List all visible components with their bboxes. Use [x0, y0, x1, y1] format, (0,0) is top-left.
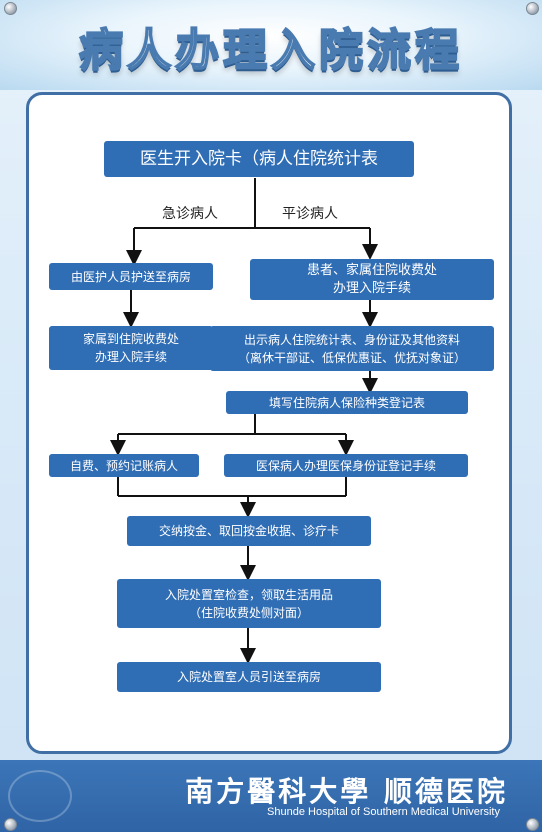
check-box: 入院处置室检查，领取生活用品 （住院收费处侧对面） [117, 579, 381, 628]
escort-final-box: 入院处置室人员引送至病房 [117, 662, 381, 692]
family-register-line1: 家属到住院收费处 [82, 332, 179, 346]
hospital-logo-cn: 南方醫科大學 顺德医院 [185, 775, 508, 808]
insured-box: 医保病人办理医保身份证登记手续 [224, 454, 468, 477]
deposit-box: 交纳按金、取回按金收据、诊疗卡 [127, 516, 371, 546]
self-pay-label: 自费、预约记账病人 [69, 458, 178, 473]
insurance-form-box: 填写住院病人保险种类登记表 [226, 391, 468, 414]
check-line1: 入院处置室检查，领取生活用品 [164, 587, 333, 602]
insured-label: 医保病人办理医保身份证登记手续 [255, 458, 436, 473]
pin-icon [526, 2, 539, 15]
deposit-label: 交纳按金、取回按金收据、诊疗卡 [158, 524, 339, 538]
admission-card-box: 医生开入院卡（病人住院统计表 [104, 141, 414, 177]
header-banner [0, 0, 542, 90]
self-pay-box: 自费、预约记账病人 [49, 454, 199, 477]
hospital-logo-en: Shunde Hospital of Southern Medical Univ… [267, 806, 500, 818]
hospital-seal-icon [8, 770, 72, 822]
footer-bar [0, 760, 542, 832]
family-register-box: 家属到住院收费处 办理入院手续 [49, 326, 213, 370]
cashier-register-box: 患者、家属住院收费处 办理入院手续 [250, 259, 494, 300]
cashier-register-line2: 办理入院手续 [332, 280, 411, 296]
cashier-register-line1: 患者、家属住院收费处 [306, 262, 437, 278]
pin-icon [526, 818, 539, 831]
flowchart-panel [26, 92, 512, 754]
check-line2: （住院收费处侧对面） [188, 605, 309, 620]
show-documents-line1: 出示病人住院统计表、身份证及其他资料 [243, 332, 460, 347]
pin-icon [4, 2, 17, 15]
page-title: 病人办理入院流程 [78, 24, 463, 77]
emergency-label: 急诊病人 [162, 206, 218, 222]
escort-to-ward-box: 由医护人员护送至病房 [49, 263, 213, 290]
escort-final-label: 入院处置室人员引送至病房 [176, 670, 321, 684]
show-documents-box: 出示病人住院统计表、身份证及其他资料 （离休干部证、低保优惠证、优抚对象证） [210, 326, 494, 371]
show-documents-line2: （离休干部证、低保优惠证、优抚对象证） [237, 350, 466, 365]
pin-icon [4, 818, 17, 831]
family-register-line2: 办理入院手续 [94, 350, 167, 364]
admission-card-label: 医生开入院卡（病人住院统计表 [140, 149, 378, 169]
outpatient-label: 平诊病人 [282, 206, 338, 222]
escort-to-ward-label: 由医护人员护送至病房 [70, 269, 191, 284]
insurance-form-label: 填写住院病人保险种类登记表 [268, 395, 425, 410]
